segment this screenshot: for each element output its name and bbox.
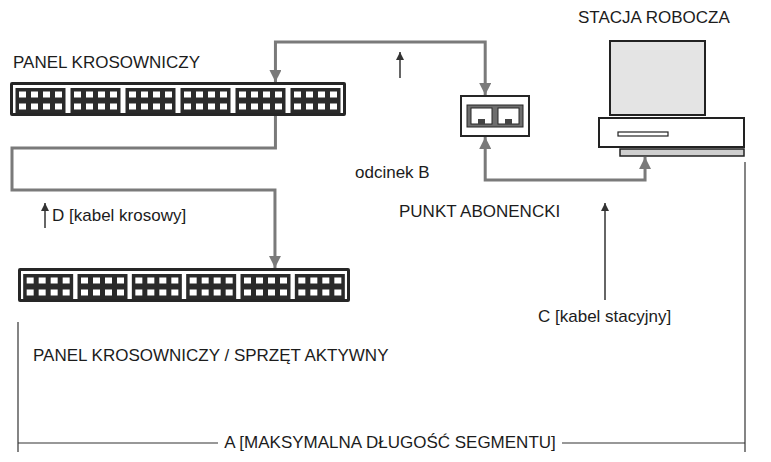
dimension-tick [17, 322, 18, 452]
workstation: STACJA ROBOCZA [598, 40, 745, 157]
cable-connector [12, 116, 275, 268]
cable-label: D [kabel krosowy] [52, 206, 186, 226]
leader-arrow [399, 52, 401, 78]
node-label: PANEL KROSOWNICZY / SPRZĘT AKTYWNY [33, 346, 389, 366]
computer-drawing [598, 40, 745, 157]
cable-label: C [kabel stacyjny] [538, 307, 671, 327]
wall-outlet: PUNKT ABONENCKI [460, 95, 530, 137]
node-label: PUNKT ABONENCKI [399, 202, 560, 222]
leader-arrow [604, 203, 606, 300]
leader-arrow [44, 203, 46, 228]
port-array [13, 85, 343, 113]
patch-panel: PANEL KROSOWNICZY [10, 82, 346, 116]
node-label: PANEL KROSOWNICZY [13, 53, 200, 73]
dimension-label: A [MAKSYMALNA DŁUGOŚĆ SEGMENTU] [218, 433, 562, 453]
patch-panel: PANEL KROSOWNICZY / SPRZĘT AKTYWNY [18, 268, 350, 302]
segment-label: odcinek B [355, 163, 430, 183]
dimension-tick [744, 162, 745, 452]
outlet-face [462, 97, 528, 135]
node-label: STACJA ROBOCZA [578, 8, 730, 28]
port-array [21, 271, 347, 299]
